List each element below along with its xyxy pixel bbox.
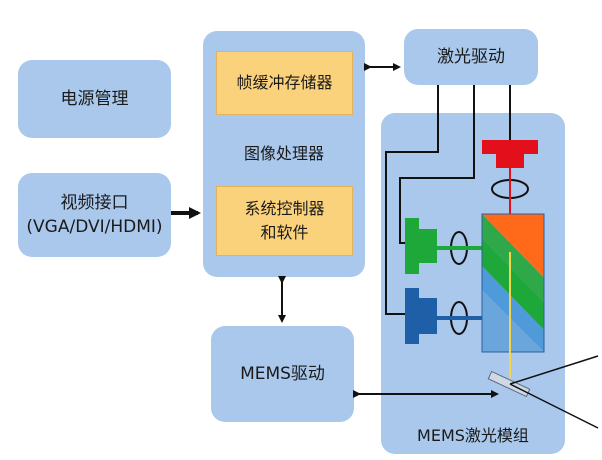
beam-combiner-prism [481,213,545,353]
image-processor-label: 图像处理器 [243,144,324,163]
frame-buffer-block: 帧缓冲存储器 [216,51,353,115]
mems-laser-module-label: MEMS激光模组 [417,426,529,445]
frame-buffer-label: 帧缓冲存储器 [236,73,333,92]
power-management-label: 电源管理 [60,89,129,109]
wire-to-green-laser [399,85,475,244]
mems-driver-label: MEMS驱动 [240,364,325,384]
system-controller-block: 系统控制器 和软件 [216,186,353,256]
scan-line-lower [509,383,599,429]
blue-laser-emitter [405,288,437,344]
green-laser-emitter [405,218,437,274]
laser-driver-block: 激光驱动 [404,29,538,85]
video-interface-label: 视频接口 (VGA/DVI/HDMI) [26,193,163,237]
mems-driver-block: MEMS驱动 [211,326,354,422]
red-laser-emitter [482,140,538,168]
system-controller-label: 系统控制器 和软件 [244,199,325,242]
power-management-block: 电源管理 [18,60,171,138]
video-interface-block: 视频接口 (VGA/DVI/HDMI) [18,173,171,257]
scan-line-upper [509,355,599,385]
wire-to-blue-laser [385,85,439,315]
laser-driver-label: 激光驱动 [437,47,505,67]
